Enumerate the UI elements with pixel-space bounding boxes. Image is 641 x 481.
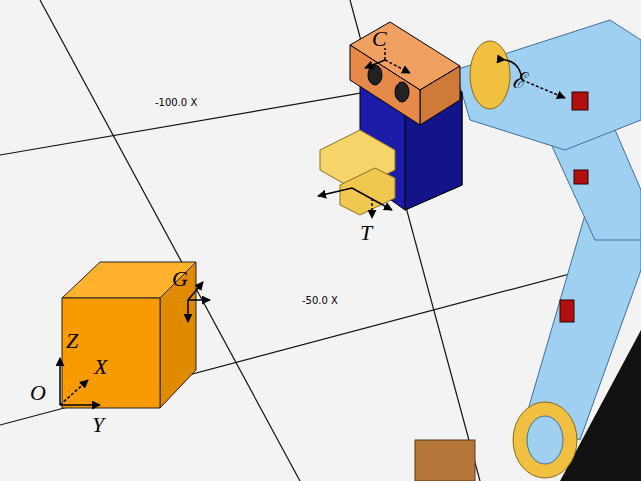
axis-label: O — [30, 382, 46, 404]
tool — [320, 130, 395, 215]
frame-label: C — [372, 28, 387, 50]
grid-frame — [188, 282, 210, 322]
grid-coordinate: -50.0 X — [302, 296, 338, 306]
axis-label: Y — [92, 414, 104, 436]
tool-frame — [318, 188, 392, 218]
camera-frame — [365, 48, 410, 73]
grid-coordinate: -100.0 X — [155, 98, 197, 108]
cube — [62, 262, 196, 408]
axis-label: X — [94, 356, 107, 378]
frame-label: ℰ — [512, 70, 525, 92]
axis-label: Z — [66, 330, 78, 352]
robot-arm — [455, 20, 641, 478]
crate — [415, 440, 475, 481]
flange-frame — [505, 60, 565, 98]
frame-label: G — [172, 268, 188, 290]
camera — [350, 22, 460, 125]
frame-label: T — [360, 222, 372, 244]
